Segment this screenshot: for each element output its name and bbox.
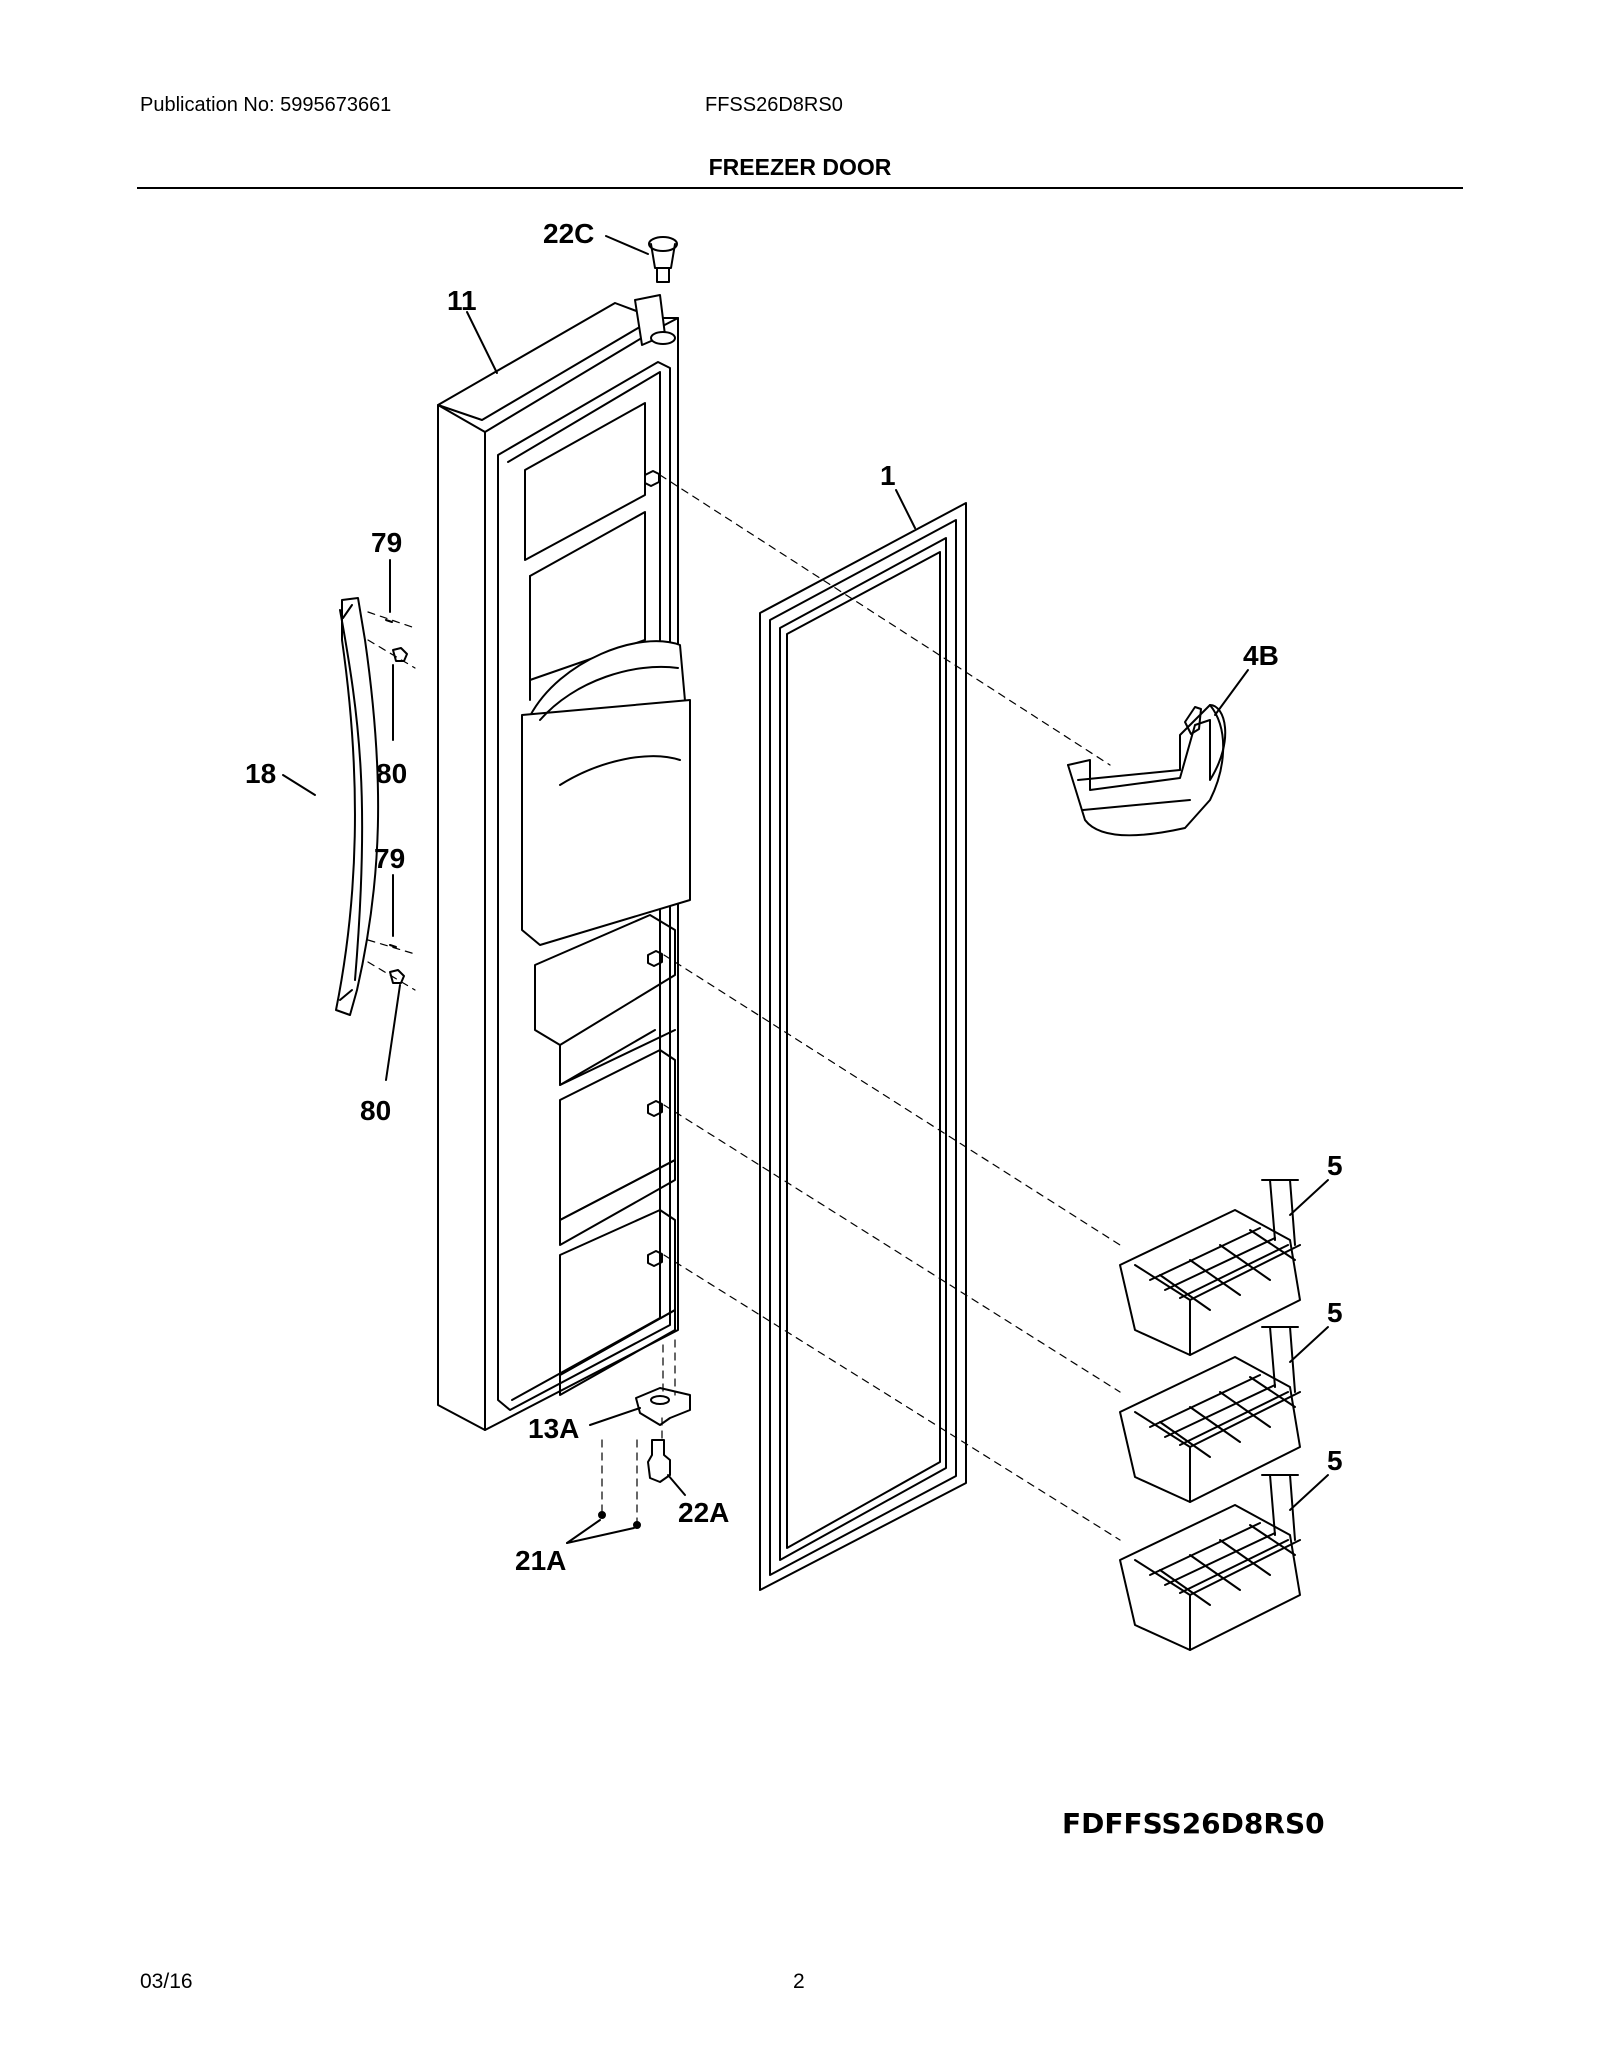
bottom-hinge-pin-part[interactable] — [647, 1439, 671, 1483]
footer-date: 03/16 — [140, 1970, 193, 1993]
header-rule — [137, 187, 1463, 189]
wire-basket-part-2[interactable] — [1119, 1326, 1301, 1503]
leader-lines — [282, 235, 1329, 1544]
top-hinge-pin-part[interactable] — [648, 236, 678, 283]
callout-5-bottom: 5 — [1327, 1445, 1343, 1476]
callout-79-lower: 79 — [374, 843, 405, 874]
door-bin-part[interactable] — [1067, 704, 1227, 837]
callout-5-top: 5 — [1327, 1150, 1343, 1181]
hinge-screws-part[interactable] — [598, 1511, 641, 1529]
callout-22a: 22A — [678, 1497, 729, 1528]
callout-13a: 13A — [528, 1413, 579, 1444]
callout-18: 18 — [245, 758, 276, 789]
section-title: FREEZER DOOR — [708, 154, 892, 180]
wire-basket-part-1[interactable] — [1119, 1179, 1301, 1356]
callout-21a: 21A — [515, 1545, 566, 1576]
callout-4b: 4B — [1243, 640, 1279, 671]
callout-80-upper: 80 — [376, 758, 407, 789]
door-handle-part[interactable] — [335, 597, 380, 1016]
wire-basket-part-3[interactable] — [1119, 1474, 1301, 1651]
freezer-door-part[interactable] — [437, 294, 691, 1431]
callout-22c: 22C — [543, 218, 594, 249]
publication-number: Publication No: 5995673661 — [140, 94, 392, 116]
alignment-lines — [367, 474, 1121, 1541]
callout-5-middle: 5 — [1327, 1297, 1343, 1328]
door-gasket-part[interactable] — [759, 502, 967, 1591]
callout-80-lower: 80 — [360, 1095, 391, 1126]
callout-1: 1 — [880, 460, 896, 491]
callout-labels: 22C 11 1 79 4B 18 80 79 80 5 5 5 13A 22A… — [245, 218, 1343, 1840]
footer-page-number: 2 — [793, 1970, 805, 1993]
callout-79-upper: 79 — [371, 527, 402, 558]
model-number: FFSS26D8RS0 — [705, 94, 843, 116]
handle-screws-part[interactable] — [385, 619, 408, 984]
diagram-code: FDFFSS26D8RS0 — [1062, 1807, 1325, 1840]
callout-11: 11 — [447, 285, 477, 316]
bottom-hinge-bracket-part[interactable] — [635, 1387, 691, 1426]
